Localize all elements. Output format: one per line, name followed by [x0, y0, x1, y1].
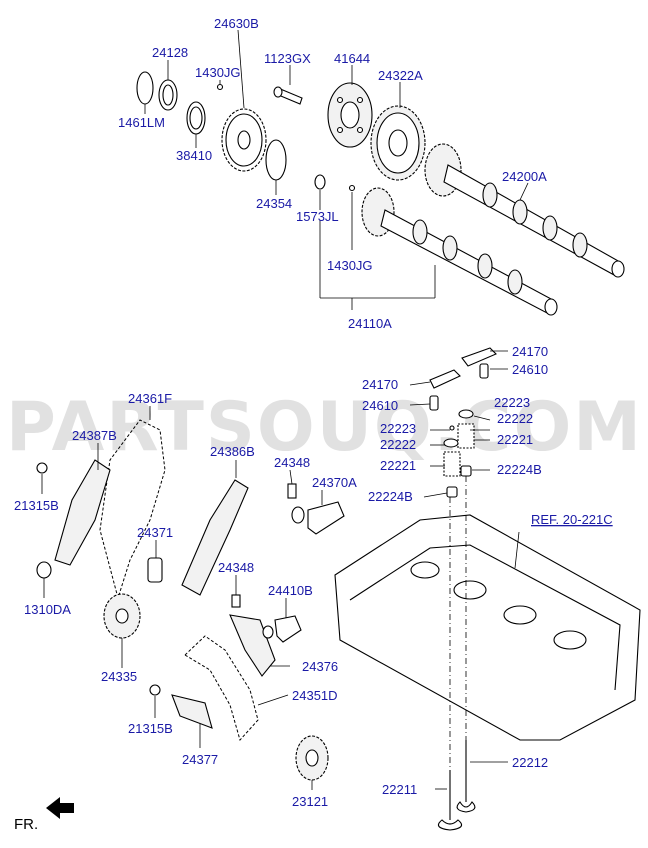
- callout-24386B[interactable]: 24386B: [210, 444, 255, 459]
- callout-1310DA[interactable]: 1310DA: [24, 602, 71, 617]
- callout-22222[interactable]: 22222: [380, 437, 416, 452]
- callout-24376[interactable]: 24376: [302, 659, 338, 674]
- callout-22221[interactable]: 22221: [380, 458, 416, 473]
- callout-22212[interactable]: 22212: [512, 755, 548, 770]
- rocker-arm-part: [429, 347, 497, 498]
- tensioner-24370A: [287, 483, 345, 535]
- bolt-21315B: [149, 684, 161, 696]
- tensioner-24371: [147, 557, 163, 583]
- callout-24110A[interactable]: 24110A: [348, 316, 392, 331]
- callout-22223[interactable]: 22223: [380, 421, 416, 436]
- valve-22211: [437, 770, 463, 831]
- callout-24170[interactable]: 24170: [362, 377, 398, 392]
- bolt-21315B: [36, 462, 48, 474]
- cam-sprocket-24322A: [370, 105, 426, 181]
- snap-ring-part: [136, 71, 206, 135]
- timing-chain-24361F: [99, 419, 166, 599]
- callout-24370A[interactable]: 24370A: [312, 475, 357, 490]
- callout-24371[interactable]: 24371: [137, 525, 173, 540]
- washer-1310DA: [36, 561, 52, 579]
- callout-1430JG[interactable]: 1430JG: [327, 258, 373, 273]
- sprocket-24335: [103, 593, 141, 639]
- chain-guide-24377: [171, 694, 213, 729]
- camshaft-24110A: [314, 174, 558, 316]
- cam-plate-41644: [327, 82, 373, 148]
- callout-24354[interactable]: 24354: [256, 196, 292, 211]
- callout-24387B[interactable]: 24387B: [72, 428, 117, 443]
- callout-24610[interactable]: 24610: [362, 398, 398, 413]
- callout-21315B[interactable]: 21315B: [14, 498, 59, 513]
- bolt-1123GX: [273, 86, 303, 105]
- callout-24128[interactable]: 24128: [152, 45, 188, 60]
- callout-22223[interactable]: 22223: [494, 395, 530, 410]
- sprocket-23121: [295, 735, 329, 781]
- tensioner-arm-24376: [229, 614, 276, 677]
- callout-24377[interactable]: 24377: [182, 752, 218, 767]
- tensioner-arm-24386B: [181, 479, 249, 596]
- cylinder-head-part: [334, 514, 641, 741]
- callout-24610[interactable]: 24610: [512, 362, 548, 377]
- reference-label[interactable]: REF. 20-221C: [531, 512, 613, 527]
- tensioner-24410B: [231, 594, 302, 643]
- chain-guide-24387B: [54, 459, 111, 566]
- leader-lines: [41, 29, 529, 790]
- callout-22224B[interactable]: 22224B: [368, 489, 413, 504]
- callout-22224B[interactable]: 22224B: [497, 462, 542, 477]
- callout-1123GX[interactable]: 1123GX: [264, 51, 311, 66]
- callout-24351D[interactable]: 24351D: [292, 688, 338, 703]
- callout-1461LM[interactable]: 1461LM: [118, 115, 165, 130]
- callout-21315B[interactable]: 21315B: [128, 721, 173, 736]
- callout-24410B[interactable]: 24410B: [268, 583, 313, 598]
- timing-chain-24351D: [184, 635, 259, 742]
- callout-24348[interactable]: 24348: [274, 455, 310, 470]
- callout-24361F[interactable]: 24361F: [128, 391, 172, 406]
- front-arrow-icon: [46, 797, 74, 819]
- callout-24348[interactable]: 24348: [218, 560, 254, 575]
- callout-1430JG[interactable]: 1430JG: [195, 65, 241, 80]
- bolt-24348: [287, 483, 297, 499]
- callout-24200A[interactable]: 24200A: [502, 169, 547, 184]
- cam-sprocket-24630B: [216, 83, 267, 172]
- camshaft-24200A: [424, 143, 625, 278]
- watermark: PARTSOUQ.COM: [6, 388, 643, 467]
- callout-24170[interactable]: 24170: [512, 344, 548, 359]
- callout-24630B[interactable]: 24630B: [214, 16, 259, 31]
- front-label: FR.: [14, 816, 38, 833]
- callout-22211[interactable]: 22211: [382, 782, 417, 797]
- callout-41644[interactable]: 41644: [334, 51, 370, 66]
- callout-1573JL[interactable]: 1573JL: [296, 209, 339, 224]
- valve-22212: [456, 740, 476, 813]
- callout-38410[interactable]: 38410: [176, 148, 212, 163]
- callout-23121[interactable]: 23121: [292, 794, 328, 809]
- ref-leader: [514, 531, 520, 569]
- callout-22221[interactable]: 22221: [497, 432, 533, 447]
- seal-ring-part: [265, 139, 287, 181]
- callout-24322A[interactable]: 24322A: [378, 68, 423, 83]
- callout-24335[interactable]: 24335: [101, 669, 137, 684]
- callout-22222[interactable]: 22222: [497, 411, 533, 426]
